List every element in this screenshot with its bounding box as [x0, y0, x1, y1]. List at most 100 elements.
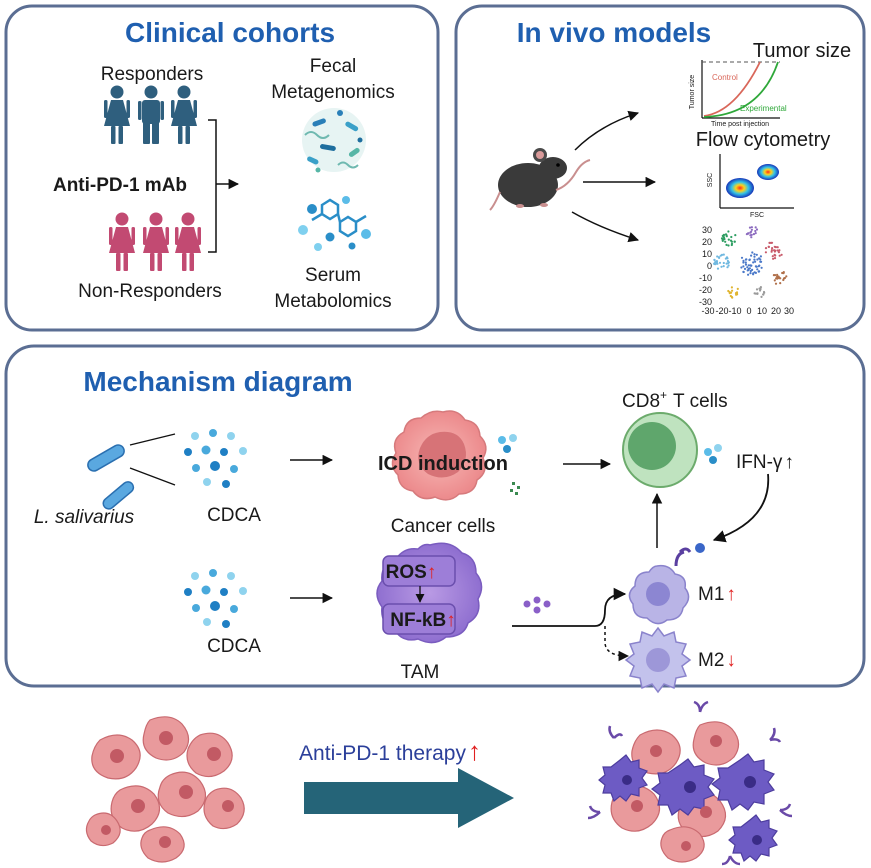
- tsne-point: [750, 254, 753, 257]
- tsne-point: [726, 266, 729, 269]
- tsne-point: [748, 226, 752, 229]
- tsne-point: [745, 258, 748, 261]
- serum-label-line2: Metabolomics: [274, 291, 391, 312]
- tsne-point: [747, 268, 750, 272]
- tsne-point: [760, 266, 763, 269]
- cd8-label: CD8+T cells: [622, 388, 728, 412]
- tsne-point: [775, 277, 778, 280]
- tsne-point: [725, 243, 728, 246]
- tam-to-m1-arrow: [512, 587, 627, 627]
- tsne-point: [749, 272, 752, 275]
- tsne-point: [773, 249, 776, 252]
- tsne-x-tick: 20: [771, 306, 781, 316]
- m1-macrophage-icon: [628, 543, 705, 625]
- tsne-point: [749, 234, 752, 237]
- icd-induction-label: ICD induction: [378, 453, 508, 475]
- tsne-point: [730, 242, 734, 245]
- tsne-point: [727, 244, 730, 247]
- tsne-point: [771, 255, 774, 258]
- tsne-point: [754, 292, 757, 295]
- tsne-point: [716, 255, 719, 258]
- tsne-point: [785, 275, 788, 278]
- tsne-point: [774, 282, 778, 285]
- clinical-cohorts-panel: [4, 4, 440, 332]
- population-1: [726, 178, 754, 198]
- released-molecules: [498, 434, 520, 495]
- tsne-point: [752, 272, 755, 275]
- tsne-point: [748, 258, 751, 261]
- control-curve: [703, 61, 761, 117]
- bacteria-icon: [87, 444, 135, 510]
- tsne-point: [731, 289, 734, 292]
- tsne-point: [756, 268, 759, 271]
- tsne-point: [764, 251, 768, 254]
- tsne-point: [715, 260, 718, 263]
- tsne-point: [753, 255, 756, 258]
- tsne-point: [724, 240, 727, 243]
- tsne-point: [770, 250, 773, 253]
- tsne-point: [730, 235, 733, 239]
- cdca-molecules-top: [184, 429, 247, 488]
- tsne-x-tick: -30: [701, 306, 714, 316]
- tsne-point: [723, 237, 726, 240]
- tsne-point: [730, 291, 733, 294]
- tsne-point: [724, 233, 728, 236]
- experimental-label: Experimental: [740, 104, 787, 113]
- tsne-point: [759, 255, 763, 258]
- tsne-point: [754, 226, 757, 229]
- bacteria-line: [129, 467, 176, 486]
- t-cell-icon: [622, 412, 698, 488]
- tsne-point: [773, 257, 777, 260]
- tsne-x-tick: 30: [784, 306, 794, 316]
- tsne-point: [729, 294, 732, 298]
- cancer-cell-icon: [391, 410, 487, 501]
- tsne-point: [748, 267, 752, 270]
- tsne-point: [742, 259, 745, 262]
- tsne-point: [778, 249, 781, 252]
- tsne-point: [742, 270, 745, 274]
- therapy-big-arrow: [304, 768, 514, 828]
- tsne-point: [743, 267, 747, 270]
- nfkb-label: NF-kB↑: [390, 610, 455, 631]
- m2-macrophage-icon: [624, 626, 692, 694]
- tsne-y-tick: -20: [699, 285, 712, 295]
- responders-label: Responders: [101, 64, 203, 85]
- tsne-point: [771, 247, 774, 250]
- fecal-microbes-icon: [302, 108, 366, 173]
- experimental-curve: [703, 61, 779, 118]
- tsne-point: [777, 275, 780, 278]
- tsne-point: [751, 268, 754, 271]
- serum-label-line1: Serum: [305, 265, 361, 286]
- flow-cytometry-label: Flow cytometry: [696, 129, 830, 151]
- tsne-point: [758, 287, 761, 290]
- tsne-point: [753, 258, 756, 261]
- tsne-plot: 30 20 10 0 -10 -20 -30 -30 -20 -10 0 10 …: [699, 225, 794, 316]
- tsne-point: [752, 261, 755, 264]
- anti-pd1-mab-label: Anti-PD-1 mAb: [53, 175, 187, 196]
- tsne-point: [730, 240, 734, 243]
- cdca-label-top: CDCA: [207, 505, 261, 526]
- tsne-point: [747, 232, 750, 235]
- flow-cytometry-plot: SSC FSC: [707, 154, 794, 219]
- tsne-x-tick: -20: [715, 306, 728, 316]
- cdca-label-bottom: CDCA: [207, 636, 261, 657]
- tsne-point: [750, 228, 754, 231]
- tsne-point: [754, 265, 758, 268]
- tsne-point: [773, 253, 776, 256]
- cdca-molecules-bottom: [184, 569, 247, 628]
- tsne-point: [759, 286, 763, 289]
- tsne-point: [773, 245, 776, 248]
- m1-label: M1↑: [698, 584, 736, 605]
- tsne-point: [716, 262, 719, 265]
- tsne-point: [780, 253, 783, 256]
- tsne-point: [754, 260, 757, 263]
- ifn-molecules: [704, 444, 722, 464]
- tsne-point: [747, 273, 750, 276]
- mechanism-title: Mechanism diagram: [83, 366, 352, 397]
- tsne-y-tick: 30: [702, 225, 712, 235]
- population-2: [757, 164, 779, 180]
- tsne-point: [768, 241, 771, 244]
- tsne-point: [733, 240, 736, 243]
